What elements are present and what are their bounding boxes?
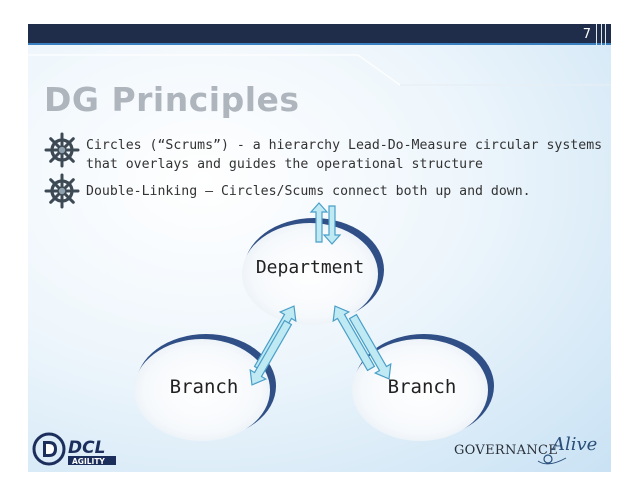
ships-wheel-icon [44, 173, 80, 209]
slide: 7 DG Principles Circles (“Scrums”) - a h… [28, 24, 611, 472]
slide-title: DG Principles [44, 80, 300, 119]
alive-logo-text: Alive [550, 434, 597, 455]
top-bar-divider [601, 24, 602, 45]
dcl-agility-logo: DCL AGILITY [32, 432, 116, 466]
bullet-1-line-2: that overlays and guides the operational… [86, 157, 483, 172]
branch-left-node [134, 339, 270, 441]
decorative-lines [28, 54, 611, 86]
agility-logo-text: AGILITY [72, 457, 105, 466]
branch-right-label: Branch [387, 376, 457, 398]
link-arrow-down [348, 313, 392, 380]
bullet-2: Double-Linking – Circles/Scums connect b… [86, 184, 531, 199]
bullet-1-line-1: Circles (“Scrums”) - a hierarchy Lead-Do… [86, 138, 603, 153]
governance-alive-logo: GOVERNANCE Alive [454, 434, 597, 465]
top-bar: 7 [28, 24, 611, 45]
top-bar-accent-line [28, 43, 611, 45]
circles-diagram [134, 202, 494, 441]
up-arrow [309, 202, 329, 243]
dcl-logo-text: DCL [68, 438, 105, 458]
down-arrow [322, 205, 342, 245]
page-number: 7 [582, 27, 591, 42]
branch-right-node [352, 339, 488, 441]
department-node [242, 223, 378, 325]
ships-wheel-icon [44, 132, 80, 168]
governance-logo-text: GOVERNANCE [454, 443, 558, 458]
branch-left-label: Branch [169, 376, 239, 398]
top-bar-divider [605, 24, 606, 45]
link-arrow-up [332, 305, 376, 372]
department-label: Department [255, 257, 365, 278]
link-arrow-down [249, 319, 293, 386]
top-bar-divider [596, 24, 597, 45]
